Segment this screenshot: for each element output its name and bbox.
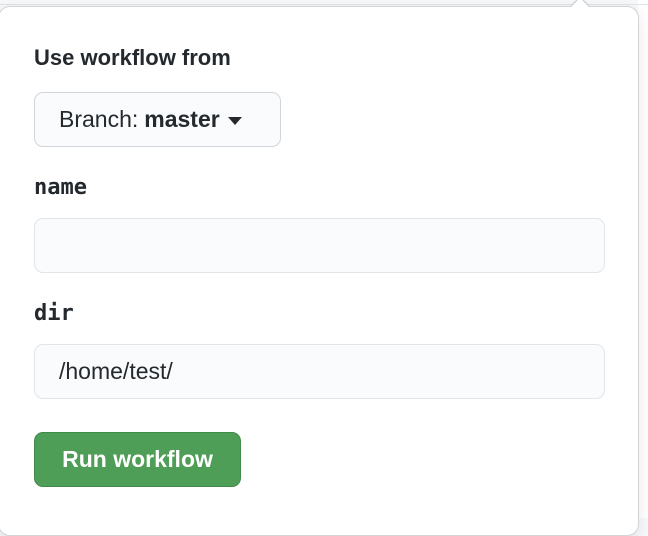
name-input[interactable] xyxy=(34,218,605,273)
input-label-name: name xyxy=(34,175,87,200)
popover-heading: Use workflow from xyxy=(34,45,231,70)
branch-label: Branch: xyxy=(59,106,139,132)
run-workflow-button[interactable]: Run workflow xyxy=(34,432,241,487)
background-page-edge xyxy=(638,0,648,518)
branch-value: master xyxy=(144,106,220,132)
popover-caret-fill xyxy=(570,0,590,8)
background-divider xyxy=(0,4,648,5)
input-label-dir: dir xyxy=(34,301,74,326)
caret-down-icon xyxy=(227,116,242,125)
dir-input[interactable] xyxy=(34,344,605,399)
branch-select-button[interactable]: Branch: master xyxy=(34,92,281,147)
